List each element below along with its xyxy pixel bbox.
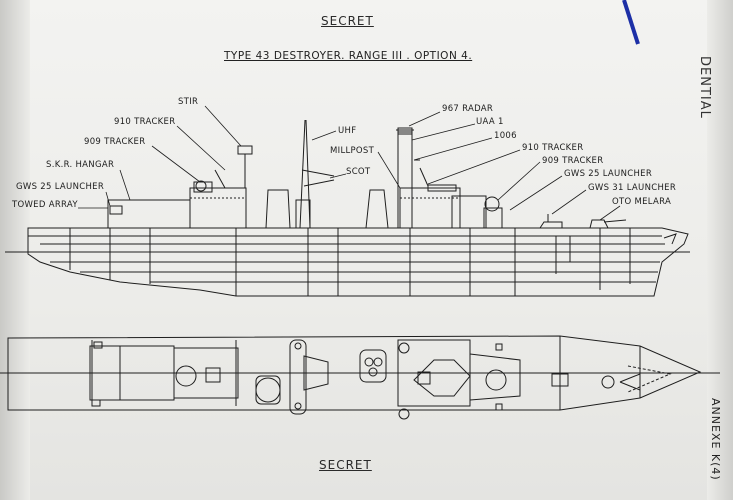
label-uaa1: UAA 1 [476,117,504,127]
label-stir: STIR [178,97,199,107]
page-edge-shadow [707,0,733,500]
page-edge-shadow [0,0,30,500]
label-967-radar: 967 RADAR [442,104,494,114]
drawing-title: TYPE 43 DESTROYER. RANGE III . OPTION 4. [224,50,473,62]
label-millpost: MILLPOST [330,146,375,156]
label-scot: SCOT [346,167,371,177]
classification-footer: SECRET [319,458,372,472]
side-elevation [5,119,690,297]
label-gws31: GWS 31 LAUNCHER [588,183,677,193]
label-909-tracker-fwd: 909 TRACKER [542,156,604,166]
label-skr-hangar: S.K.R. HANGAR [46,160,115,170]
label-910-tracker-aft: 910 TRACKER [114,117,176,127]
plan-view [0,335,720,420]
label-towed-array: TOWED ARRAY [12,200,78,210]
pen-mark [622,0,640,45]
label-gws25-fwd: GWS 25 LAUNCHER [564,169,653,179]
label-910-tracker-fwd: 910 TRACKER [522,143,584,153]
label-1006: 1006 [494,131,517,141]
label-gws25-aft: GWS 25 LAUNCHER [16,182,105,192]
classification-header: SECRET [321,14,374,28]
label-uhf: UHF [338,126,357,136]
label-909-tracker-aft: 909 TRACKER [84,137,146,147]
label-oto-melara: OTO MELARA [612,197,672,207]
